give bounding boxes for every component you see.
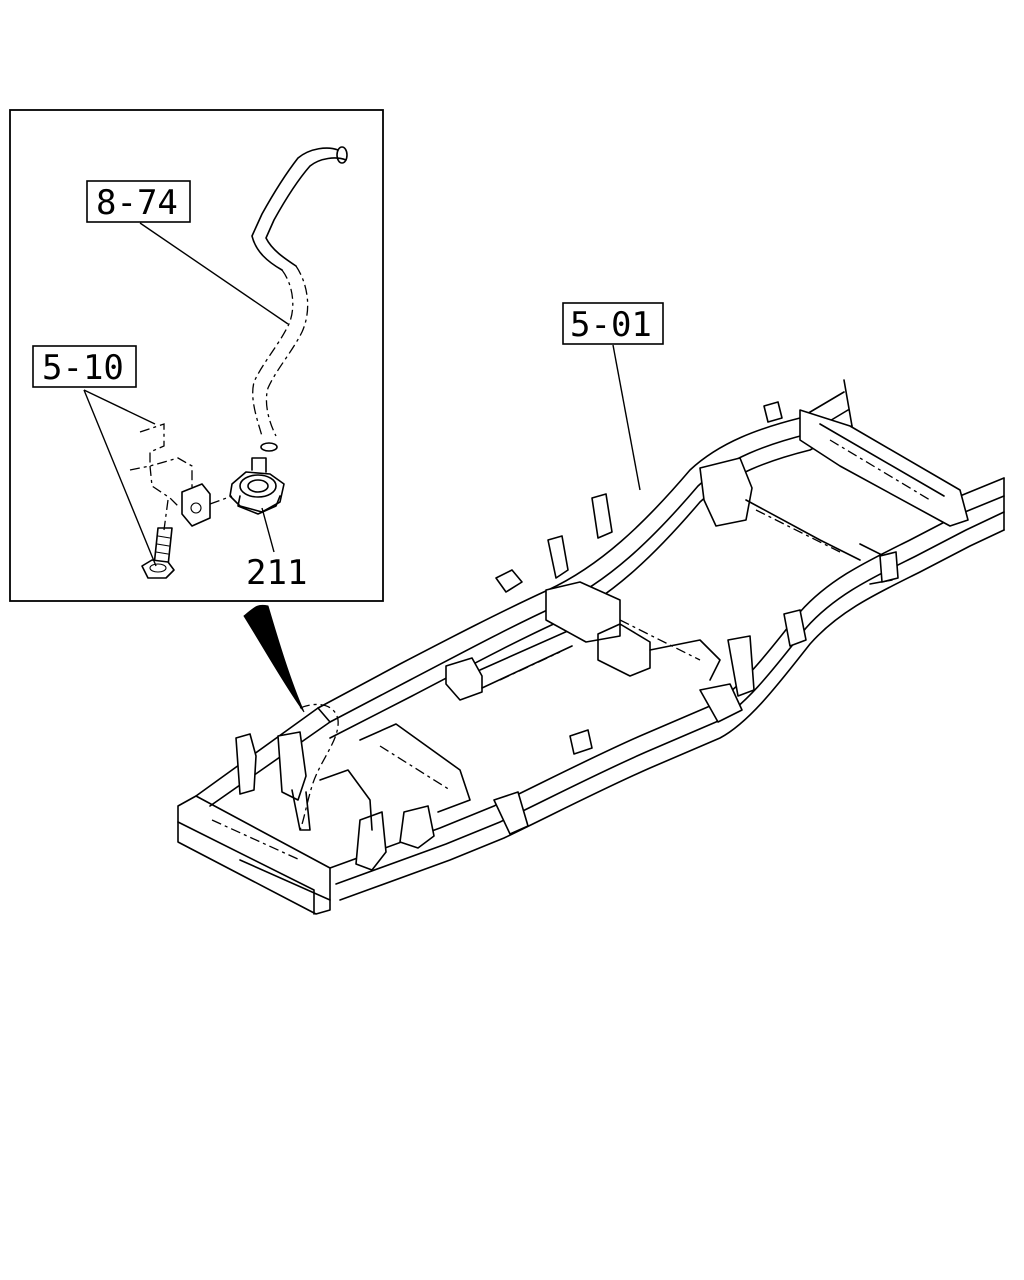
callout-5-01: 5-01 (562, 302, 664, 491)
callout-5-10: 5-10 (32, 345, 157, 567)
bolt-part (141, 499, 175, 579)
callout-label-clip: 211 (246, 553, 307, 593)
detail-arrow (243, 604, 305, 713)
callout-label-frame: 5-01 (570, 305, 652, 345)
callout-211: 211 (246, 507, 307, 593)
chassis-frame: 5-01 (177, 302, 1005, 915)
hose-part (251, 146, 348, 452)
callout-label-bracket: 5-10 (42, 348, 124, 388)
bracket-part (129, 423, 233, 527)
callout-label-hose: 8-74 (96, 183, 178, 223)
callout-8-74: 8-74 (86, 180, 289, 325)
detail-inset: 8-74 5-10 211 (9, 109, 384, 602)
clip-part (229, 457, 285, 515)
